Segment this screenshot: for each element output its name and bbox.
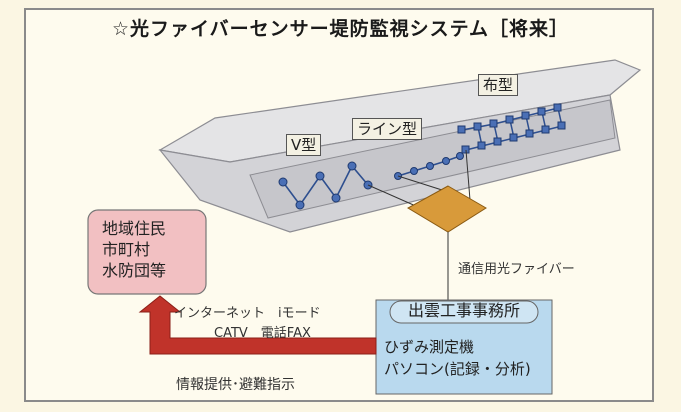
diagram-title: ☆光ファイバーセンサー堤防監視システム［将来］: [111, 18, 570, 40]
cloth-type-node: [557, 121, 566, 130]
line-type-node: [456, 152, 464, 160]
office-equipment-item: ひずみ測定機: [384, 338, 475, 356]
cloth-type-node: [489, 119, 498, 128]
v-type-node: [347, 161, 357, 171]
v-link-line: [367, 184, 419, 208]
channels-line-1: インターネット iモード: [174, 306, 321, 321]
v-type-node: [278, 177, 288, 187]
recipients-list: 地域住民 市町村 水防団等: [88, 210, 206, 294]
channels-line-2: CATV 電話FAX: [214, 326, 311, 341]
line-link-line: [397, 175, 443, 191]
v-type-node: [331, 193, 341, 203]
line-type-label: ライン型: [352, 118, 423, 140]
fiber-label: 通信用光ファイバー: [458, 262, 575, 277]
office-equipment: ひずみ測定機 パソコン(記録・分析): [384, 336, 554, 380]
cloth-type-node: [553, 103, 562, 112]
info-arrow: [138, 295, 377, 355]
line-type-node: [442, 157, 450, 165]
cloth-type-node: [509, 133, 518, 142]
cloth-type-node: [505, 115, 514, 124]
recipient-item: 市町村: [102, 240, 151, 259]
cloth-type-node: [493, 137, 502, 146]
v-type-node: [315, 171, 325, 181]
recipient-item: 水防団等: [102, 261, 167, 280]
recipient-item: 地域住民: [102, 219, 167, 238]
v-type-node: [295, 200, 305, 210]
resident-box: [87, 209, 207, 295]
cloth-type-node: [457, 125, 466, 134]
cloth-type-node: [461, 145, 470, 154]
cloth-type-node: [525, 129, 534, 138]
cloth-link-line: [465, 149, 471, 201]
office-title: 出雲工事事務所: [407, 301, 520, 320]
cloth-type-label: 布型: [478, 74, 519, 96]
arrow-label: 情報提供･避難指示: [176, 377, 295, 393]
office-equipment-item: パソコン(記録・分析): [384, 360, 531, 378]
cloth-type-node: [477, 141, 486, 150]
office-title-box: [389, 300, 539, 324]
line-type-node: [426, 162, 434, 170]
v-type-label: V型: [286, 134, 322, 156]
cloth-type-node: [537, 107, 546, 116]
cloth-type-node: [521, 111, 530, 120]
cloth-type-node: [473, 122, 482, 131]
cloth-type-node: [541, 125, 550, 134]
line-type-node: [410, 167, 418, 175]
